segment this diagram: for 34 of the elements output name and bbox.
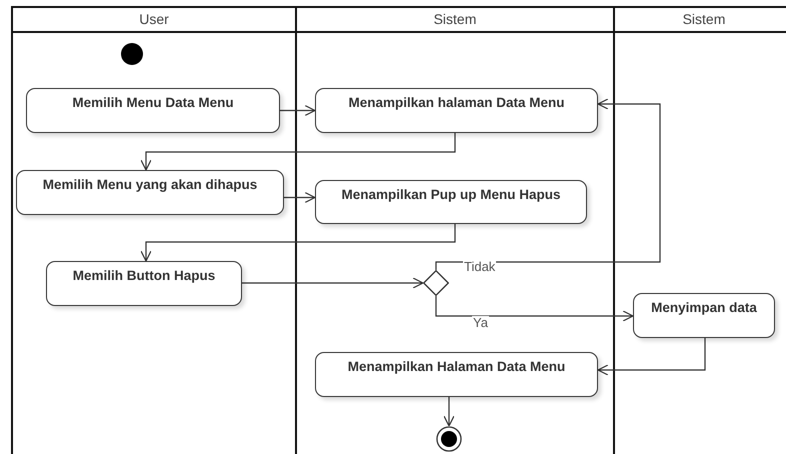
arrow (435, 98, 661, 270)
action-box (16, 170, 284, 215)
action-label: Memilih Button Hapus (72, 268, 216, 283)
action-box (315, 352, 598, 397)
start-node (121, 43, 143, 65)
action-label: Memilih Menu yang akan dihapus (42, 177, 258, 192)
arrow (284, 192, 316, 204)
swimlane (11, 6, 295, 454)
action-box (315, 180, 587, 224)
swimlane (613, 6, 786, 454)
action-label: Menampilkan Pup up Menu Hapus (341, 187, 561, 202)
arrow (280, 104, 316, 116)
arrow (140, 224, 456, 262)
lane-title: Sistem (297, 8, 613, 33)
swimlane (295, 6, 613, 454)
arrow (443, 397, 455, 427)
action-label: Menyimpan data (651, 300, 757, 315)
action-box (633, 293, 775, 338)
arrow (242, 277, 424, 289)
action-box (26, 88, 280, 133)
action-label: Menampilkan Halaman Data Menu (348, 359, 566, 374)
action-label: Menampilkan halaman Data Menu (348, 95, 565, 110)
action-box (315, 88, 598, 133)
lane-title: Sistem (615, 8, 786, 33)
decision-diamond (423, 270, 449, 296)
arrow (597, 338, 706, 376)
action-box (46, 261, 242, 306)
action-label: Memilih Menu Data Menu (72, 95, 234, 110)
arrow (435, 296, 634, 322)
edge-label: Ya (472, 316, 489, 330)
arrow (140, 133, 456, 171)
edge-label: Tidak (463, 260, 496, 274)
lane-title: User (13, 8, 295, 33)
end-node (436, 426, 462, 452)
